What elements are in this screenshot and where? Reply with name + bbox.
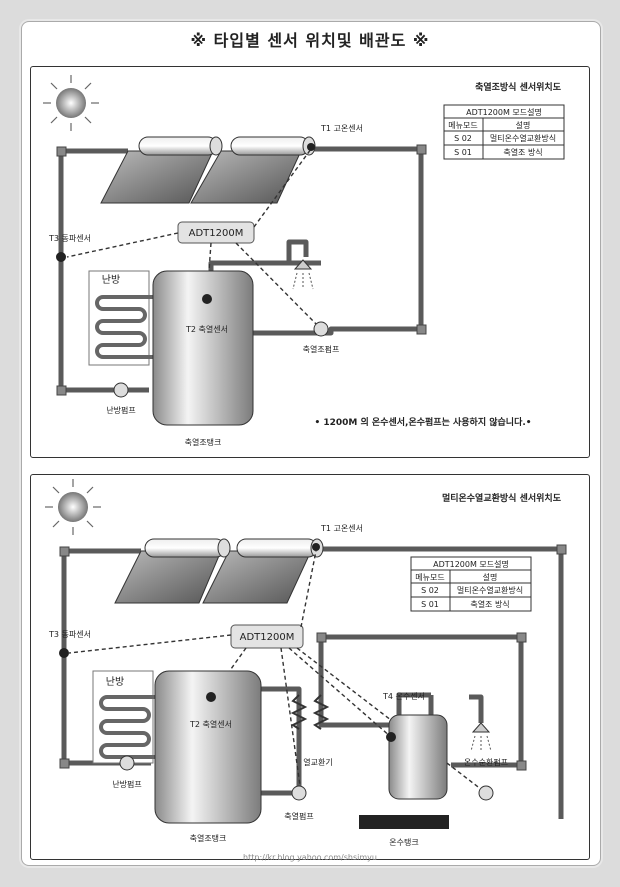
t2-sensor-icon xyxy=(206,692,216,702)
table-cell: 축열조 방식 xyxy=(503,147,542,157)
heating-pump-icon xyxy=(119,755,135,771)
storage-pump-label: 축열조펌프 xyxy=(303,344,340,354)
heating-coil xyxy=(95,295,156,359)
heat-exchanger-icon xyxy=(290,694,308,730)
mode-table: ADT1200M 모드설명 메뉴모드 설명 S 02 멀티온수열교환방식 S 0… xyxy=(443,104,565,160)
table-cell: S 01 xyxy=(421,600,439,609)
table-title: ADT1200M 모드설명 xyxy=(433,559,509,569)
solar-collector xyxy=(100,136,316,204)
usage-note: • 1200M 의 온수센서,온수펌프는 사용하지 않습니다.• xyxy=(314,416,531,428)
hw-pump-icon xyxy=(478,785,494,801)
heat-pump-icon xyxy=(291,785,307,801)
t2-label: T2 축열센서 xyxy=(185,324,228,334)
footer-url: http://kr.blog.yahoo.com/shsimyu xyxy=(243,853,377,862)
table-cell: 축열조 방식 xyxy=(470,599,509,609)
table-cell: S 02 xyxy=(454,134,472,143)
heat-pump-label: 축열펌프 xyxy=(284,811,313,821)
t1-label: T1 고온센서 xyxy=(320,523,363,533)
hot-water-tank-label: 온수탱크 xyxy=(389,837,418,847)
hot-water-tank xyxy=(388,714,448,800)
heating-coil xyxy=(99,695,159,759)
shower-icon xyxy=(470,722,492,752)
heating-pump-icon xyxy=(113,382,129,398)
heating-box-label: 난방 xyxy=(106,676,124,688)
table-cell: S 02 xyxy=(421,586,439,595)
heating-pump-label: 난방펌프 xyxy=(106,405,135,415)
multi-heat-exchange-diagram: 멀티온수열교환방식 센서위치도 ADT1200M 모드설명 메뉴모드 설명 S … xyxy=(30,474,590,860)
diagram-heading: 멀티온수열교환방식 센서위치도 xyxy=(442,492,562,504)
table-cell: 멀티온수열교환방식 xyxy=(457,585,523,595)
storage-pump-icon xyxy=(313,321,329,337)
heat-exchanger-label: 열교환기 xyxy=(303,757,332,767)
table-header-mode: 메뉴모드 xyxy=(415,573,444,582)
t2-sensor-icon xyxy=(202,294,212,304)
controller-box xyxy=(230,624,304,649)
t1-sensor-icon xyxy=(312,543,320,551)
t1-sensor-icon xyxy=(307,143,315,151)
t1-label: T1 고온센서 xyxy=(320,123,363,133)
t3-sensor-icon xyxy=(59,648,69,658)
t4-label: T4 온수센서 xyxy=(382,691,425,701)
pipe-joints xyxy=(59,544,567,771)
t3-sensor-icon xyxy=(56,252,66,262)
storage-tank-diagram: 축열조방식 센서위치도 ADT1200M 모드설명 메뉴모드 설명 S 02 멀… xyxy=(30,66,590,458)
sun-icon xyxy=(45,479,101,535)
storage-tank-diagram-svg: 축열조방식 센서위치도 ADT1200M 모드설명 메뉴모드 설명 S 02 멀… xyxy=(43,75,565,447)
t2-label: T2 축열센서 xyxy=(189,719,232,729)
mode-table: ADT1200M 모드설명 메뉴모드 설명 S 02 멀티온수열교환방식 S 0… xyxy=(410,556,532,612)
table-cell: 멀티온수열교환방식 xyxy=(490,133,556,143)
table-title: ADT1200M 모드설명 xyxy=(466,107,542,117)
heating-pump-label: 난방펌프 xyxy=(112,779,141,789)
storage-tank xyxy=(152,270,254,426)
table-header-desc: 설명 xyxy=(516,120,531,130)
controller-label: ADT1200M xyxy=(189,228,244,239)
t3-label: T3 동파센서 xyxy=(48,629,91,639)
page-title: ※ 타입별 센서 위치및 배관도 ※ xyxy=(190,31,430,50)
t3-label: T3 동파센서 xyxy=(48,233,91,243)
diagram-heading: 축열조방식 센서위치도 xyxy=(475,81,562,93)
storage-tank-label: 축열조탱크 xyxy=(190,833,227,843)
pipe-joints xyxy=(56,144,427,396)
controller-box xyxy=(177,221,255,244)
hot-water-tank-base xyxy=(359,815,449,829)
shower-icon xyxy=(292,259,314,290)
storage-tank xyxy=(154,670,262,824)
sun-icon xyxy=(43,75,99,131)
t4-sensor-icon xyxy=(386,732,396,742)
multi-heat-exchange-diagram-svg: 멀티온수열교환방식 센서위치도 ADT1200M 모드설명 메뉴모드 설명 S … xyxy=(45,479,567,847)
table-cell: S 01 xyxy=(454,148,472,157)
heat-exchanger-icon xyxy=(312,694,330,730)
heating-box-label: 난방 xyxy=(102,274,120,286)
solar-collector xyxy=(114,538,324,604)
controller-label: ADT1200M xyxy=(240,632,295,643)
table-header-desc: 설명 xyxy=(483,572,498,582)
storage-tank-label: 축열조탱크 xyxy=(185,437,222,447)
hw-pump-label: 온수순환펌프 xyxy=(464,757,508,767)
table-header-mode: 메뉴모드 xyxy=(448,121,477,130)
